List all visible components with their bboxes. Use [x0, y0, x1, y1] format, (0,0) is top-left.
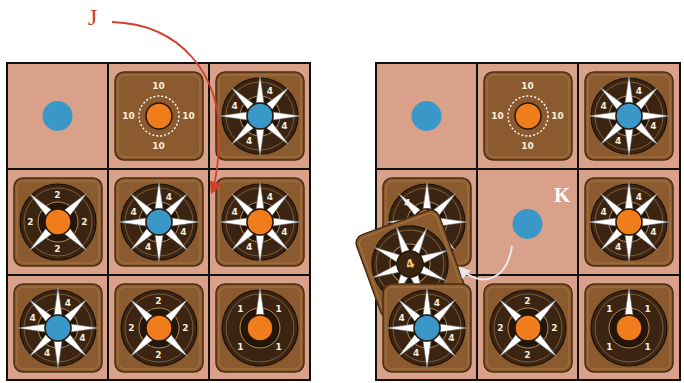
tile-number: 10 — [521, 142, 534, 151]
tile-number: 1 — [644, 304, 650, 313]
game-tile: 4 4 4 4 — [13, 283, 103, 373]
tile-number: 4 — [246, 136, 252, 145]
tile-number: 10 — [491, 112, 504, 121]
tile-number: 2 — [81, 218, 87, 227]
tile-number: 4 — [231, 101, 237, 110]
tile-number: 4 — [29, 313, 35, 322]
game-tile: 1 1 1 1 — [584, 283, 674, 373]
tile-number: 2 — [54, 191, 60, 200]
tile-number: 4 — [615, 136, 621, 145]
tile-number: 10 — [152, 82, 165, 91]
tile-number: 4 — [166, 193, 172, 202]
tile-number: 1 — [644, 343, 650, 352]
tile-number: 4 — [281, 122, 287, 131]
tile-number: 4 — [650, 228, 656, 237]
blue-token — [43, 101, 73, 131]
game-tile: 2 2 2 2 — [13, 177, 103, 267]
tile-number: 4 — [448, 334, 454, 343]
tile-number: 1 — [275, 304, 281, 313]
tile-number: 2 — [27, 218, 33, 227]
tile-number: 4 — [636, 193, 642, 202]
game-tile: 10 10 10 10 — [483, 71, 573, 161]
tile-number: 2 — [182, 324, 188, 333]
tile-number: 2 — [128, 324, 134, 333]
tile-number: 1 — [237, 304, 243, 313]
tile-number: 4 — [404, 198, 410, 207]
tile-number: 10 — [122, 112, 135, 121]
tile-number: 4 — [413, 348, 419, 357]
tile-number: 2 — [54, 245, 60, 254]
tile-number: 1 — [275, 343, 281, 352]
tile-graphic — [584, 177, 674, 267]
game-tile: 1 1 1 1 — [215, 283, 305, 373]
game-tile: 4 4 4 4 — [215, 71, 305, 161]
tile-graphic — [382, 283, 472, 373]
tile-graphic — [114, 177, 204, 267]
tile-number: 1 — [606, 343, 612, 352]
move-arrow — [112, 22, 219, 192]
game-tile: 2 2 2 2 — [114, 283, 204, 373]
tile-graphic — [584, 71, 674, 161]
step-letter: K — [554, 183, 570, 208]
tile-number: 4 — [267, 87, 273, 96]
tile-number: 4 — [650, 122, 656, 131]
tile-number: 2 — [551, 324, 557, 333]
game-tile: 4 4 4 4 — [584, 71, 674, 161]
tile-number: 4 — [600, 207, 606, 216]
tile-number: 4 — [434, 299, 440, 308]
tile-number: 1 — [606, 304, 612, 313]
tile-number: 10 — [521, 82, 534, 91]
game-tile: 4 4 4 4 — [382, 283, 472, 373]
tile-graphic — [215, 177, 305, 267]
game-tile: 4 4 4 4 — [114, 177, 204, 267]
tile-number: 10 — [182, 112, 195, 121]
blue-token — [412, 101, 442, 131]
grid-lines — [7, 63, 680, 380]
tile-number: 4 — [615, 242, 621, 251]
tile-graphic — [13, 283, 103, 373]
tile-number: 4 — [267, 193, 273, 202]
tile-number: 4 — [600, 101, 606, 110]
tile-number: 4 — [231, 207, 237, 216]
tile-number: 10 — [551, 112, 564, 121]
rotate-arrow — [460, 246, 512, 279]
tile-number: 4 — [145, 242, 151, 251]
tile-graphic — [215, 71, 305, 161]
tile-graphic — [215, 283, 305, 373]
tile-number: 2 — [524, 351, 530, 360]
board-grid — [7, 63, 310, 380]
tile-number: 4 — [281, 228, 287, 237]
tile-number: 2 — [155, 351, 161, 360]
tile-number: 2 — [497, 324, 503, 333]
tile-number: 4 — [79, 334, 85, 343]
tile-number: 1 — [237, 343, 243, 352]
tile-number: 4 — [130, 207, 136, 216]
tile-graphic — [584, 283, 674, 373]
tile-number: 2 — [155, 297, 161, 306]
tile-number: 4 — [398, 313, 404, 322]
tile-number: 4 — [180, 228, 186, 237]
game-tile: 10 10 10 10 — [114, 71, 204, 161]
tile-number: 4 — [636, 87, 642, 96]
game-tile: 4 4 4 4 — [584, 177, 674, 267]
blue-token — [513, 209, 543, 239]
game-tile: 2 2 2 2 — [483, 283, 573, 373]
step-letter: J — [88, 4, 97, 31]
tile-number: 2 — [524, 297, 530, 306]
tile-number: 10 — [152, 142, 165, 151]
tile-number: 4 — [246, 242, 252, 251]
game-tile: 4 4 4 4 — [215, 177, 305, 267]
tile-number: 4 — [44, 348, 50, 357]
tile-number: 4 — [65, 299, 71, 308]
